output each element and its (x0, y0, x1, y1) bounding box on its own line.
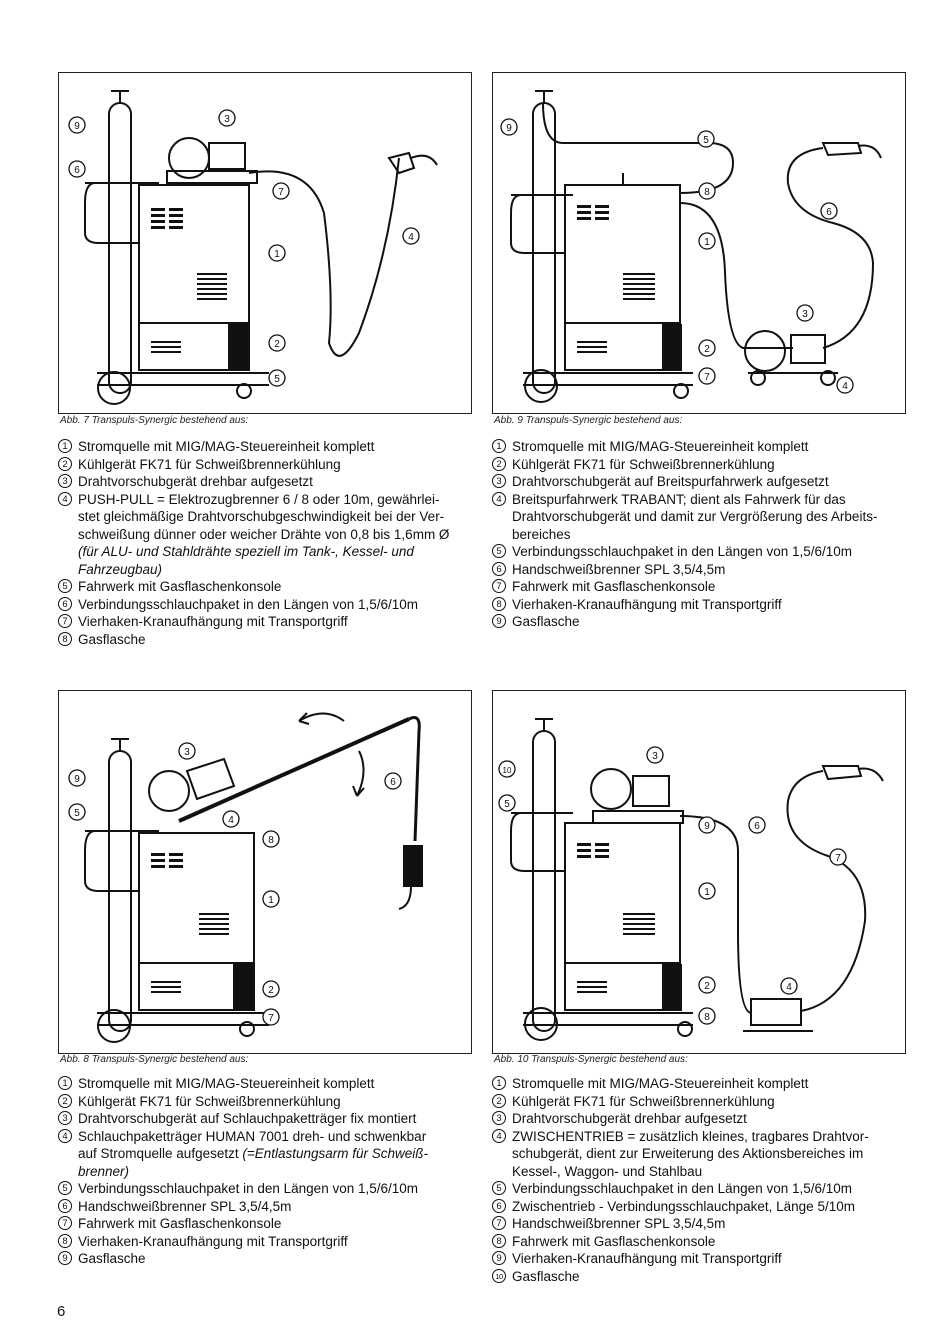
callout-5: 5 (274, 374, 280, 385)
callout-9: 9 (74, 774, 80, 785)
figure-abb10: 3 10 5 9 6 7 1 2 4 8 (492, 690, 906, 1054)
figure-abb7: 9 3 6 7 4 1 2 5 (58, 72, 472, 414)
callout-3: 3 (224, 114, 230, 125)
callout-5: 5 (703, 135, 709, 146)
callout-4: 4 (408, 232, 414, 243)
push-pull-hose (248, 157, 400, 357)
figure-abb9-drawing: 9 5 8 6 1 3 2 7 4 (500, 90, 882, 403)
callout-4: 4 (786, 982, 792, 993)
figure-abb7-drawing: 9 3 6 7 4 1 2 5 (68, 90, 438, 405)
callout-7: 7 (704, 372, 710, 383)
callout-5: 5 (74, 808, 80, 819)
callout-3: 3 (652, 751, 658, 762)
callout-9: 9 (704, 821, 710, 832)
page-number: 6 (57, 1303, 66, 1320)
callout-4: 4 (228, 815, 234, 826)
callout-1: 1 (704, 237, 710, 248)
callout-7: 7 (278, 187, 284, 198)
callout-9: 9 (74, 121, 80, 132)
callout-7: 7 (835, 853, 841, 864)
caption-abb9: Abb. 9 Transpuls-Synergic bestehend aus: (494, 415, 683, 426)
gas-bottle (108, 102, 132, 394)
caption-abb8: Abb. 8 Transpuls-Synergic bestehend aus: (60, 1054, 249, 1065)
callout-1: 1 (268, 895, 274, 906)
callout-6: 6 (754, 821, 760, 832)
callout-1: 1 (274, 249, 280, 260)
callout-8: 8 (704, 1012, 710, 1023)
callout-6: 6 (390, 777, 396, 788)
callout-2: 2 (704, 981, 710, 992)
callout-3: 3 (802, 309, 808, 320)
callout-2: 2 (704, 344, 710, 355)
callout-7: 7 (268, 1013, 274, 1024)
callout-2: 2 (274, 339, 280, 350)
figure-abb10-drawing: 3 10 5 9 6 7 1 2 4 8 (498, 718, 884, 1041)
callout-6: 6 (826, 207, 832, 218)
caption-abb7: Abb. 7 Transpuls-Synergic bestehend aus: (60, 415, 249, 426)
figure-abb8-drawing: 3 9 5 4 8 6 1 2 7 (68, 712, 423, 1043)
callout-8: 8 (268, 835, 274, 846)
figure-abb8: 3 9 5 4 8 6 1 2 7 (58, 690, 472, 1054)
cart-wheel (97, 371, 131, 405)
callout-5: 5 (504, 799, 510, 810)
callout-1: 1 (704, 887, 710, 898)
callout-6: 6 (74, 165, 80, 176)
callout-2: 2 (268, 985, 274, 996)
callout-3: 3 (184, 747, 190, 758)
figure-abb9: 9 5 8 6 1 3 2 7 4 (492, 72, 906, 414)
caption-abb10: Abb. 10 Transpuls-Synergic bestehend aus… (494, 1054, 688, 1065)
callout-8: 8 (704, 187, 710, 198)
callout-10: 10 (503, 766, 512, 775)
callout-4: 4 (842, 381, 848, 392)
callout-9: 9 (506, 123, 512, 134)
